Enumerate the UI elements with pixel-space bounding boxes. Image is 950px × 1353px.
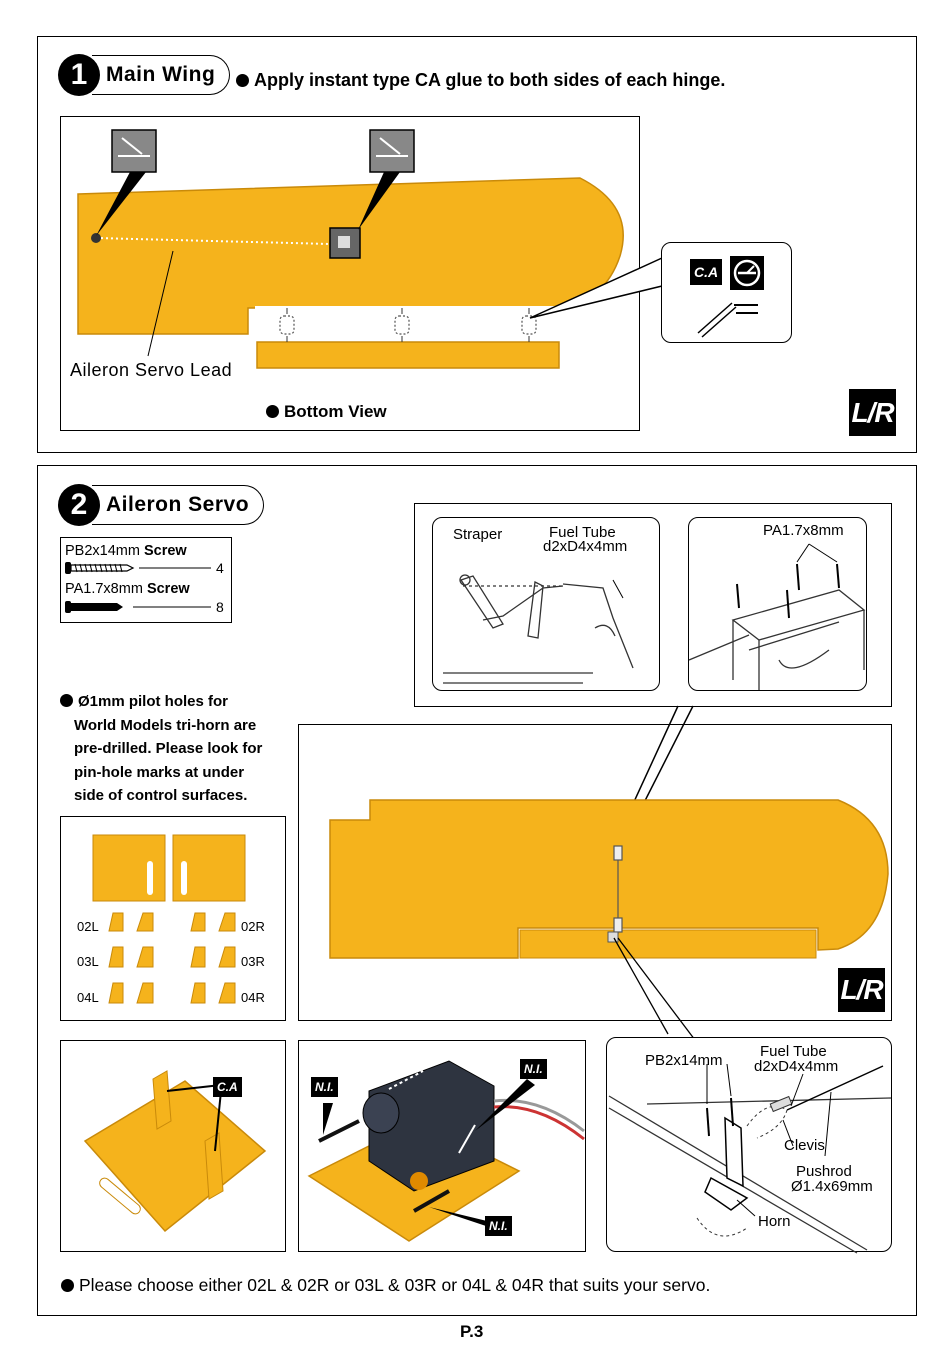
screw-detail: PA1.7x8mm	[688, 517, 867, 691]
detail-fuel-tube-label: Fuel Tube	[549, 524, 616, 541]
detail-fuel-tube-size: d2xD4x4mm	[543, 538, 628, 555]
servo-tray-ca-tag: C.A	[213, 1077, 242, 1097]
step1-lr-badge: L/R	[849, 389, 896, 436]
mount-brackets-illustration	[108, 912, 236, 1004]
screw-long-icon	[65, 562, 211, 574]
servo-tray-illustration	[83, 1070, 267, 1233]
ni-tag-bottom-right: N.I.	[485, 1216, 512, 1236]
part-2-qty: 8	[216, 599, 224, 615]
ni-tag-left: N.I.	[311, 1077, 338, 1097]
part-1-qty: 4	[216, 560, 224, 576]
step2-number: 2	[58, 484, 100, 526]
ca-glue-callout: C.A	[661, 242, 792, 343]
mount-03l-label: 03L	[77, 954, 99, 969]
step2-section	[37, 465, 917, 1316]
main-wing-illustration	[77, 129, 624, 369]
part-2-name: PA1.7x8mm Screw	[65, 581, 190, 597]
mount-plates-illustration	[92, 834, 246, 902]
servo-install-panel: N.I. N.I. N.I.	[298, 1040, 586, 1252]
servo-mount-parts-panel: 02L 02R 03L 03R 04L 04R	[60, 816, 286, 1021]
step1-header: 1 Main Wing	[58, 54, 231, 96]
control-horn-illustration	[608, 1063, 892, 1254]
mount-03r-label: 03R	[241, 954, 265, 969]
horn-fuel-tube-size: d2xD4x4mm	[754, 1058, 839, 1075]
bottom-view-label: Bottom View	[266, 402, 387, 422]
page-number: P.3	[460, 1322, 484, 1341]
control-horn-detail: PB2x14mm Fuel Tube d2xD4x4mm Clevis Push…	[606, 1037, 892, 1254]
horn-fuel-tube-label: Fuel Tube	[760, 1043, 827, 1060]
ca-glue-tag: C.A	[690, 259, 723, 285]
step1-section	[37, 36, 917, 453]
step1-number: 1	[58, 54, 100, 96]
hinge-callout-leader	[529, 256, 663, 319]
step2-header: 2 Aileron Servo	[58, 484, 265, 526]
step2-title: Aileron Servo	[92, 485, 265, 525]
mount-02l-label: 02L	[77, 919, 99, 934]
servo-choice-note: Please choose either 02L & 02R or 03L & …	[61, 1275, 710, 1296]
horn-label: Horn	[758, 1213, 791, 1230]
pushrod-size-label: Ø1.4x69mm	[791, 1178, 873, 1195]
mount-02r-label: 02R	[241, 919, 265, 934]
glue-bottle-icon	[697, 302, 758, 338]
ni-tag-top-right: N.I.	[520, 1059, 547, 1079]
servo-install-illustration	[307, 1060, 585, 1242]
servo-tray-panel: C.A	[60, 1040, 286, 1252]
step1-instruction: Apply instant type CA glue to both sides…	[236, 70, 725, 91]
horn-screw-label: PB2x14mm	[645, 1052, 723, 1069]
mount-04l-label: 04L	[77, 990, 99, 1005]
part-1-name: PB2x14mm Screw	[65, 543, 187, 559]
clevis-label: Clevis	[784, 1137, 825, 1154]
detail-screw-label: PA1.7x8mm	[763, 522, 844, 539]
screw-mount-illustration	[688, 543, 866, 690]
step1-title: Main Wing	[92, 55, 231, 95]
aileron-wing-illustration	[329, 705, 889, 1045]
parts-list: PB2x14mm Screw 4 PA1.7x8mm Screw 8	[60, 537, 232, 623]
step2-lr-badge: L/R	[838, 968, 885, 1012]
pilot-hole-note: Ø1mm pilot holes for World Models tri-ho…	[60, 690, 262, 808]
straper-label: Straper	[453, 526, 503, 543]
aileron-servo-lead-label: Aileron Servo Lead	[70, 360, 233, 380]
straper-illustration	[443, 574, 634, 684]
pushrod-label: Pushrod	[796, 1163, 852, 1180]
ca-glue-icon	[730, 256, 764, 290]
straper-detail: Straper Fuel Tube d2xD4x4mm	[432, 517, 660, 691]
mount-04r-label: 04R	[241, 990, 265, 1005]
aileron-shape	[256, 341, 560, 369]
screw-short-icon	[65, 601, 211, 613]
